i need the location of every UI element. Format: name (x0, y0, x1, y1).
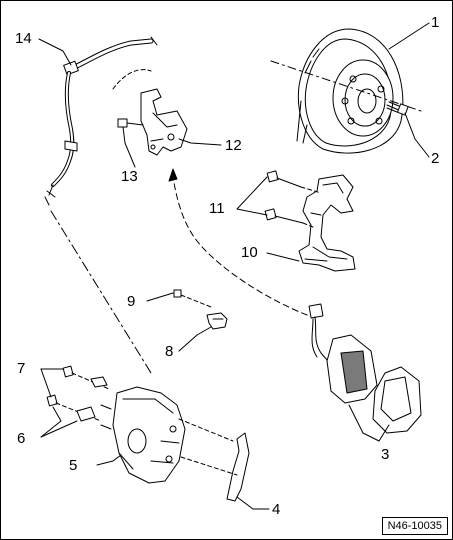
brake-caliper (100, 386, 186, 484)
bracket (140, 88, 188, 156)
arrow-head (168, 168, 178, 182)
part-label-12: 12 (225, 137, 242, 154)
brake-pad-outer (372, 366, 422, 434)
part-label-9: 9 (127, 293, 136, 310)
caliper-axis-line (50, 210, 152, 374)
brake-pad-inner (326, 334, 378, 404)
bracket-bolt (117, 118, 144, 128)
part-label-6: 6 (17, 430, 26, 447)
caliper-guide-bolts (46, 365, 110, 422)
sensor-route-line (172, 176, 308, 316)
hose-route-line (112, 69, 152, 90)
carrier-bolt-upper (266, 170, 302, 188)
part-label-1: 1 (431, 14, 440, 31)
part-label-5: 5 (69, 457, 78, 474)
guide-pin (206, 312, 228, 330)
part-label-4: 4 (272, 501, 281, 518)
part-label-2: 2 (431, 150, 440, 167)
part-label-8: 8 (165, 343, 174, 360)
part-label-11: 11 (209, 200, 225, 217)
brake-disc (296, 28, 404, 154)
guide-pin-screw (173, 289, 212, 308)
caliper-carrier (298, 174, 356, 272)
leader-lines (38, 22, 430, 510)
part-label-3: 3 (381, 446, 390, 463)
figure-code: N46-10035 (381, 517, 448, 535)
part-label-13: 13 (121, 168, 138, 185)
brake-hose (44, 36, 158, 206)
carrier-bolt-lower (264, 208, 304, 224)
caliper-clip-line (178, 418, 234, 442)
part-label-7: 7 (17, 360, 26, 377)
part-label-14: 14 (15, 30, 32, 47)
part-label-10: 10 (241, 244, 258, 261)
spring-clip (180, 432, 250, 502)
disc-screw (386, 101, 409, 116)
disc-axis-line (270, 60, 422, 112)
carrier-bolt-lines (300, 186, 322, 228)
